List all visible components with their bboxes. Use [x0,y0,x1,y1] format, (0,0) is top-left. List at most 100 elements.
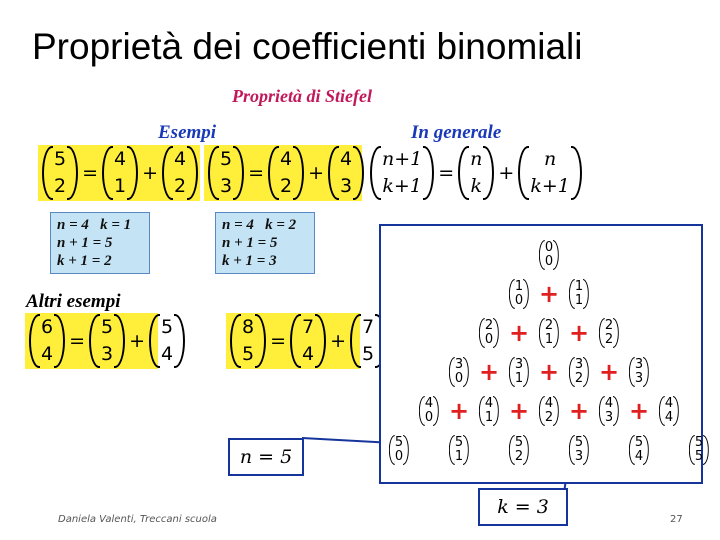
binom-top: 4 [544,396,554,411]
triangle-plus: + [598,358,620,386]
binom-bottom: 0 [514,293,524,308]
binom-top: 5 [574,435,584,450]
binom-bottom: 2 [54,175,67,197]
binom-bottom: k+1 [530,175,570,197]
binom-top: 5 [220,148,233,170]
binom-bottom: 3 [634,371,644,386]
info-line: n = 4 k = 2 [222,217,297,233]
binom-top: 3 [514,357,524,372]
triangle-plus: + [538,280,560,308]
equals-sign: = [69,330,86,352]
binom-top: 7 [362,316,375,338]
binom-top: 6 [41,316,54,338]
triangle-plus: + [628,397,650,425]
binom-top: 2 [604,318,614,333]
binom-top: n [543,148,557,170]
general-heading: In generale [411,122,502,143]
equals-sign: = [82,162,99,184]
binom-bottom: 2 [280,175,293,197]
info-box-example-2: n = 4 k = 2 n + 1 = 5 k + 1 = 3 [215,212,315,274]
other-examples-heading: Altri esempi [26,291,121,312]
binom-bottom: k+1 [382,175,422,197]
binom-bottom: 1 [484,410,494,425]
binom-top: 3 [574,357,584,372]
binom-top: 5 [454,435,464,450]
binom-bottom: k [470,175,483,197]
binom-top: 7 [302,316,315,338]
binom-bottom: 1 [544,332,554,347]
label-n: n = 5 [228,438,304,476]
binom-top: 3 [454,357,464,372]
binom-top: 4 [604,396,614,411]
binom-bottom: 0 [454,371,464,386]
info-line: k + 1 = 2 [57,253,112,269]
binom-top: 4 [484,396,494,411]
stiefel-subtitle: Proprietà di Stiefel [232,86,372,106]
triangle-plus: + [508,397,530,425]
binom-bottom: 4 [161,343,174,365]
binom-bottom: 3 [604,410,614,425]
info-line: k + 1 = 3 [222,253,277,269]
binom-bottom: 1 [574,293,584,308]
binom-bottom: 2 [604,332,614,347]
binom-top: 5 [514,435,524,450]
binom-bottom: 3 [340,175,353,197]
triangle-plus: + [508,319,530,347]
equals-sign: = [270,330,287,352]
triangle-plus: + [448,397,470,425]
binom-bottom: 1 [454,449,464,464]
binom-bottom: 3 [574,449,584,464]
binom-bottom: 0 [394,449,404,464]
binom-bottom: 2 [574,371,584,386]
binom-top: 2 [544,318,554,333]
binom-top: 4 [280,148,293,170]
plus-sign: + [142,162,159,184]
binom-top: n+1 [382,148,423,170]
binom-top: 5 [634,435,644,450]
binom-top: 1 [574,279,584,294]
binom-bottom: 2 [544,410,554,425]
info-line: n = 4 k = 1 [57,217,132,233]
binom-bottom: 2 [174,175,187,197]
binom-top: 4 [114,148,127,170]
examples-heading: Esempi [158,122,217,143]
binom-top: 2 [484,318,494,333]
binom-bottom: 2 [514,449,524,464]
binom-top: 4 [424,396,434,411]
binom-bottom: 5 [242,343,255,365]
binom-top: 4 [340,148,353,170]
triangle-plus: + [568,319,590,347]
connector-n [301,437,395,444]
binom-top: 5 [161,316,174,338]
info-line: n + 1 = 5 [222,235,278,251]
binom-top: 8 [242,316,255,338]
triangle-plus: + [478,358,500,386]
binom-top: n [470,148,483,170]
binom-top: 1 [514,279,524,294]
plus-sign: + [308,162,325,184]
label-k: k = 3 [478,488,568,526]
binom-bottom: 5 [694,449,704,464]
